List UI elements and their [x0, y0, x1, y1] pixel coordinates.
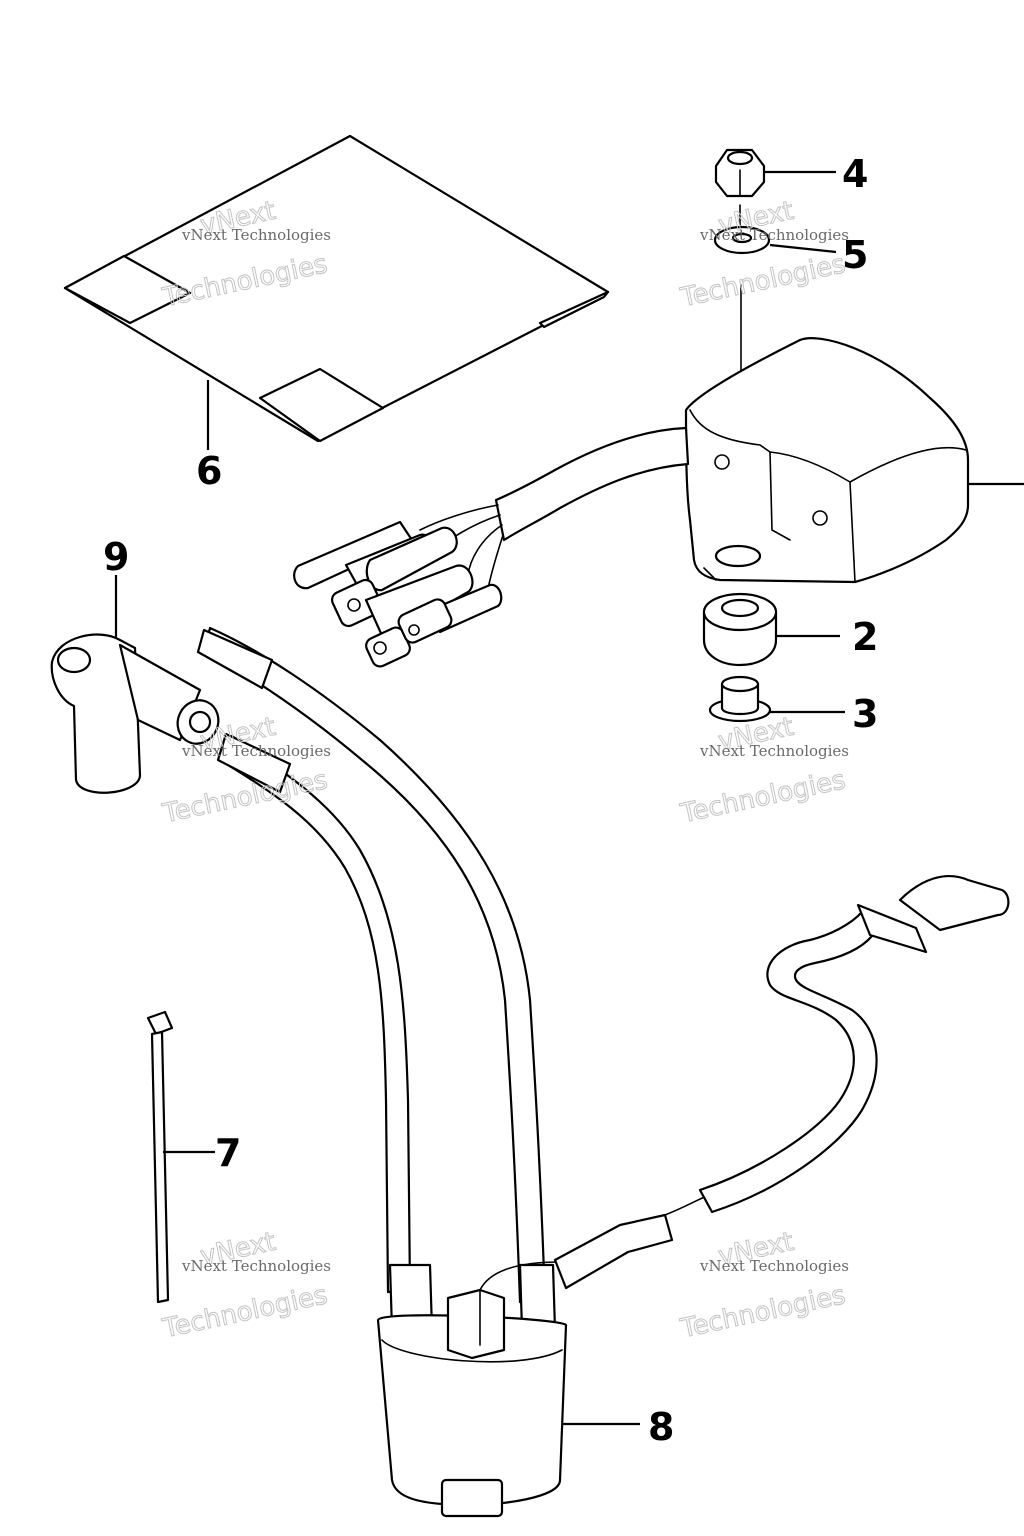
watermark-top-right: vNext vNext Technologies Technologies — [677, 195, 849, 314]
callout-4: 4 — [842, 152, 868, 196]
callout-2: 2 — [852, 615, 878, 659]
part-cdi-module — [419, 337, 1024, 601]
svg-text:Technologies: Technologies — [678, 1280, 849, 1344]
part-6-insulator-sheet — [63, 134, 610, 450]
callout-9: 9 — [103, 535, 129, 579]
watermark-bottom-right: vNext vNext Technologies Technologies — [677, 1226, 849, 1345]
callout-labels: 4 5 6 9 2 3 7 8 — [103, 152, 878, 1449]
svg-text:vNext Technologies: vNext Technologies — [699, 1257, 849, 1275]
svg-text:vNext Technologies: vNext Technologies — [181, 1257, 331, 1275]
part-7-cable-tie — [146, 1010, 215, 1304]
part-4-nut — [714, 148, 836, 198]
part-3-collar — [708, 675, 845, 723]
svg-text:vNext Technologies: vNext Technologies — [699, 226, 849, 244]
svg-text:Technologies: Technologies — [678, 765, 849, 829]
watermark-mid-right: vNext vNext Technologies Technologies — [677, 711, 849, 830]
svg-text:vNext Technologies: vNext Technologies — [699, 742, 849, 760]
watermark-bottom-left: vNext vNext Technologies Technologies — [159, 1226, 331, 1345]
callout-6: 6 — [196, 449, 222, 493]
harness-connectors — [293, 520, 503, 668]
svg-text:vNext Technologies: vNext Technologies — [181, 742, 331, 760]
svg-text:Technologies: Technologies — [160, 1280, 331, 1344]
part-5-washer — [713, 225, 837, 255]
part-9-plug-cap — [50, 575, 220, 794]
callout-5: 5 — [842, 233, 868, 277]
callout-7: 7 — [215, 1131, 241, 1175]
svg-text:Technologies: Technologies — [678, 249, 849, 313]
svg-text:vNext Technologies: vNext Technologies — [181, 226, 331, 244]
callout-3: 3 — [852, 692, 878, 736]
part-2-grommet — [702, 592, 840, 667]
part-8-ignition-coil — [196, 626, 1010, 1518]
callout-8: 8 — [648, 1405, 674, 1449]
